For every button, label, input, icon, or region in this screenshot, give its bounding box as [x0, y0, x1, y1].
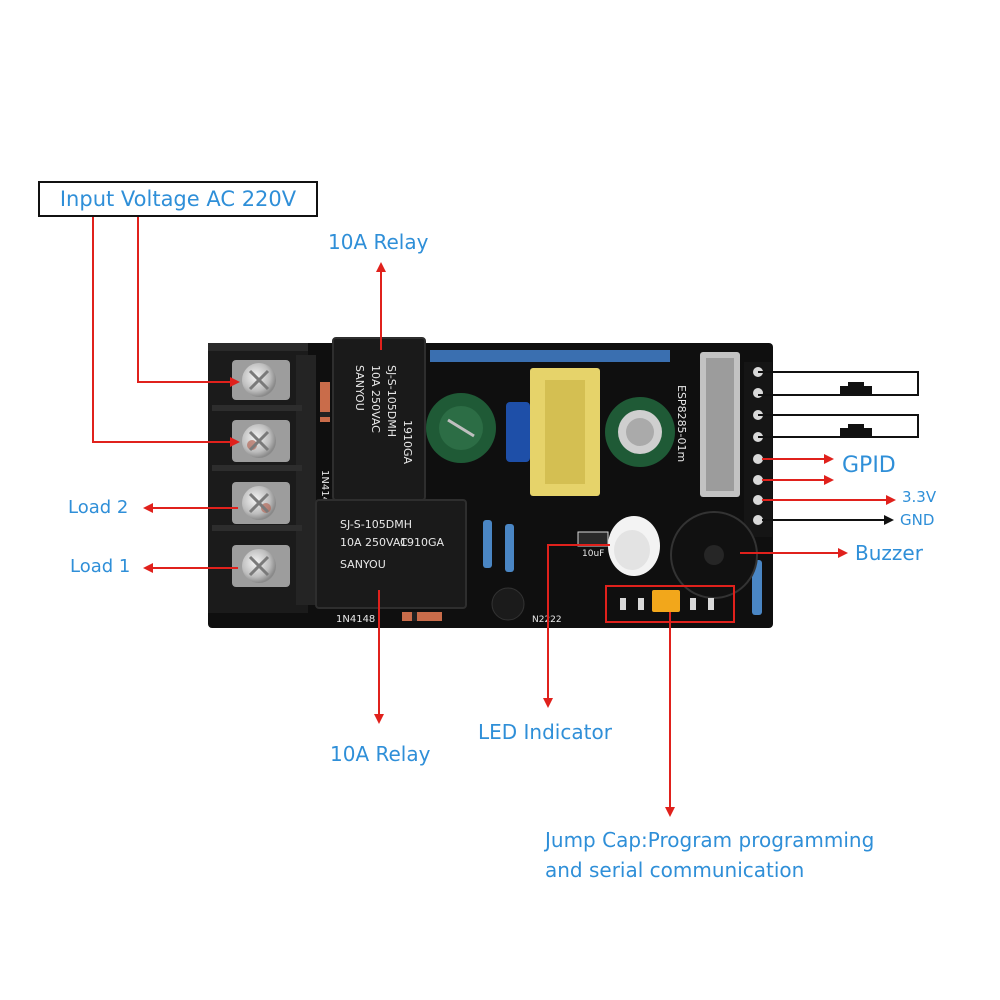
smd-capacitor: [577, 531, 609, 547]
screw-terminal-4: [232, 545, 290, 587]
diode-top: 1N4148: [319, 382, 330, 509]
svg-text:1910GA: 1910GA: [401, 420, 414, 465]
push-button-1-top: [848, 382, 864, 387]
relay-upper: SANYOU 10A 250VAC SJ-S-105DMH 1910GA: [332, 337, 426, 501]
transformer-core: [545, 380, 585, 484]
gpid-label: GPID: [842, 453, 896, 478]
v33-label: 3.3V: [902, 488, 937, 506]
svg-text:SJ-S-105DMH: SJ-S-105DMH: [340, 518, 412, 531]
resistor-2: [505, 524, 514, 572]
screw-terminal-2: [232, 420, 290, 462]
load2-label: Load 2: [68, 497, 129, 518]
relay-lower: SJ-S-105DMH 10A 250VAC SANYOU 1910GA: [315, 499, 467, 609]
svg-text:ESP8285-01m: ESP8285-01m: [675, 385, 688, 462]
screw-terminal-1: [232, 360, 290, 400]
relay-top-label: 10A Relay: [328, 230, 429, 254]
led-arrow: [543, 544, 610, 708]
gnd-label: GND: [900, 511, 935, 529]
svg-text:SANYOU: SANYOU: [340, 558, 386, 571]
button-wires: [758, 371, 919, 438]
jumper-cap: [652, 590, 680, 612]
led-indicator-label: LED Indicator: [478, 720, 612, 744]
svg-text:10A 250VAC: 10A 250VAC: [340, 536, 408, 549]
transistor-label: N2222: [532, 615, 562, 625]
diode-bottom: 1N4148: [336, 612, 442, 625]
svg-text:1910GA: 1910GA: [400, 536, 445, 549]
input-voltage-label: Input Voltage AC 220V: [38, 181, 318, 217]
electrolytic-capacitor-left: [426, 393, 496, 463]
blue-capacitor: [506, 402, 530, 462]
jump-cap-label-line2: and serial communication: [545, 858, 805, 882]
led: [608, 516, 660, 576]
push-button-2: [840, 428, 872, 437]
input-voltage-wires: [92, 217, 240, 447]
svg-text:SJ-S-105DMH: SJ-S-105DMH: [385, 365, 398, 437]
resistor-3: [752, 560, 762, 615]
jumper-pins: [620, 598, 714, 610]
svg-text:1N4148: 1N4148: [319, 470, 330, 509]
screw-terminal-3: [232, 482, 290, 524]
load1-label: Load 1: [70, 556, 131, 577]
push-button-2-top: [848, 424, 864, 429]
buzzer: [670, 511, 758, 599]
jump-cap-label-line1: Jump Cap:Program programming: [545, 828, 875, 852]
push-button-1: [840, 386, 872, 395]
esp-module: ESP8285-01m: [675, 352, 740, 497]
electrolytic-capacitor-right: [605, 397, 675, 467]
transistor: [491, 587, 525, 621]
resistor-1: [483, 520, 492, 568]
top-header-strip: [430, 350, 670, 362]
svg-text:SANYOU: SANYOU: [353, 365, 366, 411]
cap-label: 10uF: [582, 549, 604, 559]
relay-bottom-label: 10A Relay: [330, 742, 431, 766]
svg-text:1N4148: 1N4148: [336, 614, 375, 625]
pin-header: [744, 362, 772, 537]
buzzer-label: Buzzer: [855, 541, 923, 565]
svg-text:10A 250VAC: 10A 250VAC: [369, 365, 382, 433]
